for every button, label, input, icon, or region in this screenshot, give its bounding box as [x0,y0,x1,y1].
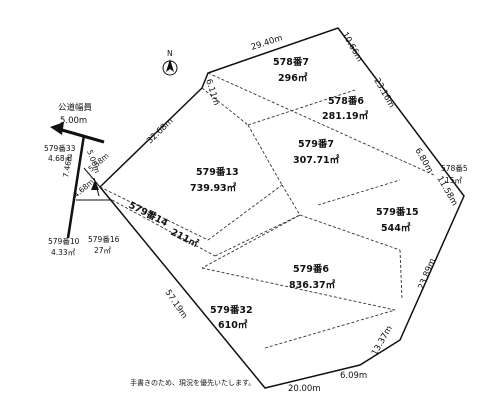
access-strip-edge [207,184,283,241]
road-arrow-shaft [61,128,105,144]
dim-corner-short: 6.11m [203,78,221,107]
lot-area-579-32: 610㎡ [218,319,248,331]
lot-area-579-10: 4.33㎡ [51,248,76,257]
dim-frontage-b: 5.00m [85,149,102,175]
lot-area-579-6: 836.37㎡ [289,279,336,291]
division-line [201,267,396,311]
footnote: 手書きのため、現況を優先いたします。 [130,378,255,387]
division-line [201,214,301,269]
lot-number-579-10: 579番10 [48,236,80,246]
lot-division-lines [99,72,435,349]
lot-number-579-7: 579番7 [298,138,334,150]
division-line [281,184,301,216]
dim-bottom-right: 13.37m [370,324,395,357]
lot-area-579-15: 544㎡ [381,222,411,234]
lot-number-579-32: 579番32 [210,304,253,316]
dim-upper-left: 32.68m [145,116,175,146]
dim-frontage-c: 7.46m [61,153,74,178]
access-strip-edge [99,186,209,241]
dim-right-mid: 6.80m [412,147,434,176]
frontage-line [83,167,101,188]
lot-number-579-33: 579番33 [44,143,76,153]
lot-area-578-5: 15㎡ [445,176,463,185]
lot-number-579-13: 579番13 [196,166,239,178]
lot-number-578-7: 578番7 [273,56,309,68]
dim-top-right: 10.66m [339,31,364,64]
lot-area-579-7: 307.71㎡ [293,154,340,166]
lot-number-579-16: 579番16 [88,234,120,244]
lot-area-579-33: 4.68㎡ [48,154,73,163]
north-arrow-icon [162,59,178,76]
dim-top: 29.40m [250,33,284,53]
road-arrow-icon [50,122,64,135]
division-line [299,214,401,251]
dim-bottom: 20.00m [288,384,321,394]
lot-number-578-6: 578番6 [328,95,364,107]
frontage-marker [91,180,99,190]
division-line [399,249,403,301]
division-line [247,89,356,126]
division-line [207,72,435,176]
access-strip-edge [111,199,216,257]
dim-left-long: 57.19m [163,288,190,321]
road-line [66,134,86,239]
division-line [317,179,401,206]
lot-number-578-5: 578番5 [441,163,468,173]
division-line [247,124,283,186]
lot-area-579-14: 211㎡ [169,226,201,250]
north-label: N [167,49,173,58]
dim-right-upper: 23.16m [371,77,396,110]
parcel-boundary [98,27,465,389]
lot-number-579-6: 579番6 [293,263,329,275]
lot-area-579-16: 27㎡ [94,246,112,255]
dim-bottom-mid: 6.09m [340,371,367,381]
lot-area-578-6: 281.19㎡ [322,110,369,122]
road [50,122,112,239]
lot-number-579-15: 579番15 [376,206,419,218]
road-label: 公道幅員 [58,102,93,113]
lot-area-578-7: 296㎡ [278,72,308,84]
dim-right-bottom: 23.89m [417,257,438,291]
road-width: 5.00m [60,116,87,126]
access-strip-edge [214,214,301,257]
division-line [264,309,396,349]
lot-number-579-14: 579番14 [127,199,171,229]
lot-area-579-13: 739.93㎡ [190,182,237,194]
